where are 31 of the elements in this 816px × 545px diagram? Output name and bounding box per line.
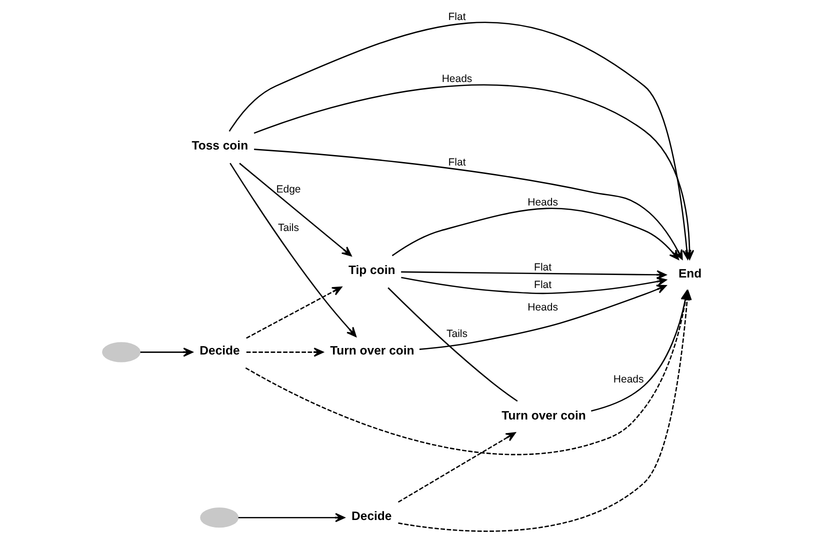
edge-label: Tails — [278, 222, 300, 234]
node-text: Turn over coin — [330, 344, 414, 358]
node-ellipse — [200, 508, 239, 528]
edge-label: Heads — [613, 373, 644, 386]
arrow — [246, 348, 324, 357]
edge-label: Flat — [534, 278, 552, 291]
node-text: Tip coin — [348, 262, 396, 277]
arrow — [230, 162, 356, 338]
arrow — [398, 432, 516, 503]
node-text: End — [678, 266, 702, 280]
node-text: Decide — [352, 508, 392, 523]
arrow — [419, 284, 667, 350]
connector — [388, 287, 518, 402]
arrow — [401, 276, 667, 294]
edge-label: Edge — [276, 183, 301, 196]
node-text: Toss coin — [192, 138, 248, 153]
edge-label: Flat — [534, 261, 552, 274]
arrow — [246, 286, 342, 339]
edge-label: Heads — [528, 302, 558, 314]
edge-label: Flat — [448, 156, 466, 168]
edge-label: Heads — [442, 73, 472, 86]
arrow — [239, 162, 352, 256]
arrow — [392, 208, 680, 260]
arrow — [140, 348, 194, 357]
node-ellipse — [102, 342, 141, 362]
edge-label: Flat — [448, 11, 466, 24]
edge-label: Heads — [528, 196, 558, 209]
node-text: Turn over coin — [502, 408, 586, 422]
edge-label: Tails — [446, 328, 468, 340]
node-text: Decide — [200, 344, 240, 358]
arrow — [238, 513, 346, 522]
